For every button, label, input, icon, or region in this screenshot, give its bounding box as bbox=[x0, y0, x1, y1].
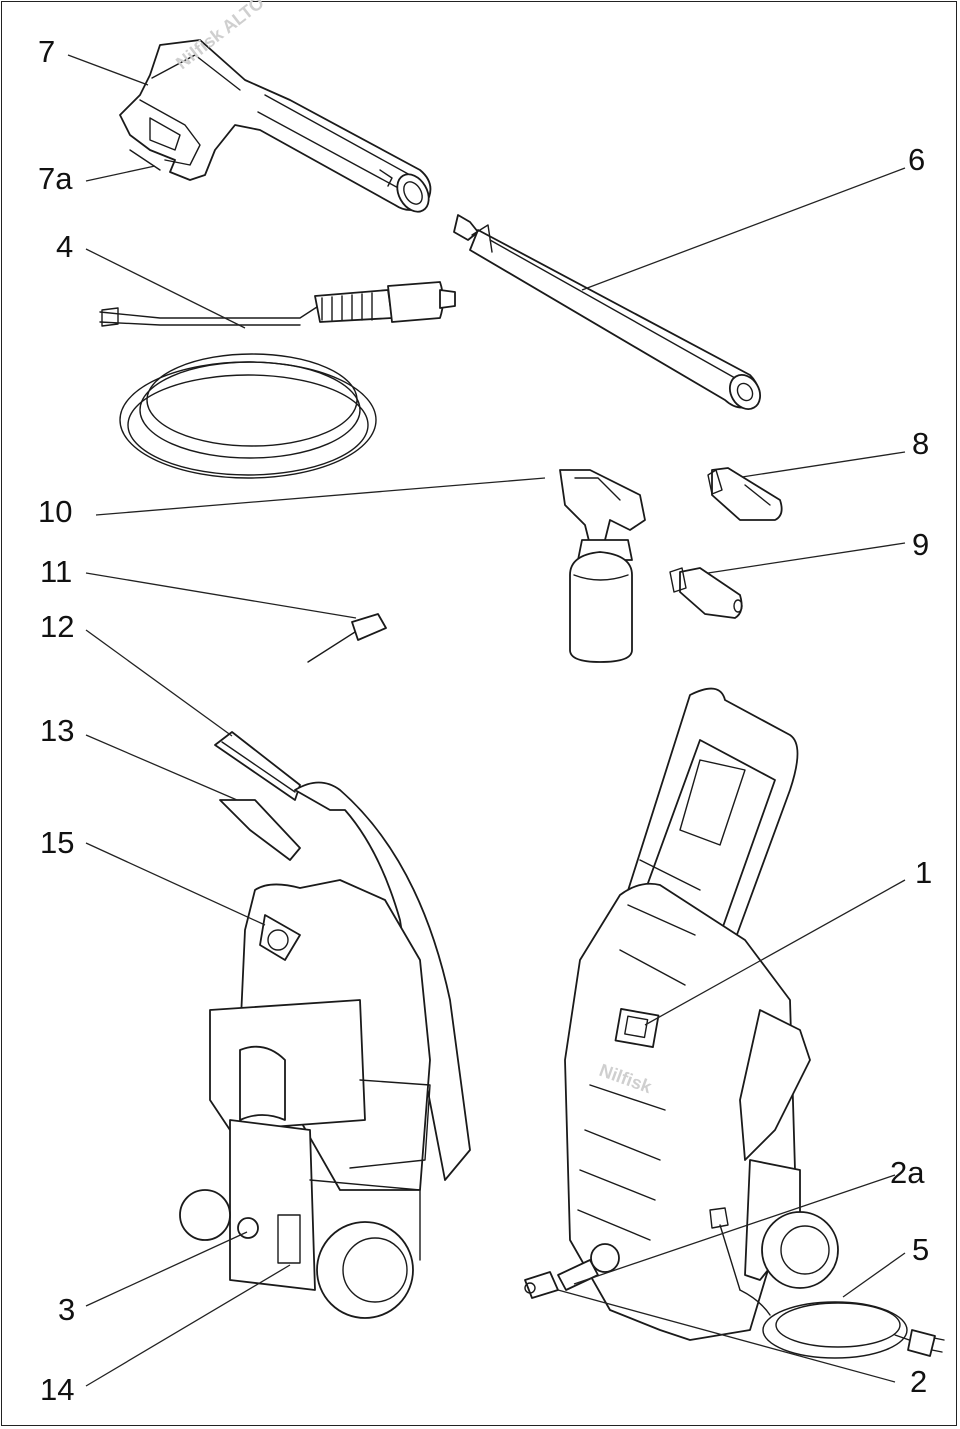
callout-8: 8 bbox=[912, 426, 929, 461]
nozzle-9 bbox=[669, 567, 743, 619]
spray-lance bbox=[453, 214, 761, 410]
callout-7: 7 bbox=[38, 34, 55, 69]
callout-11: 11 bbox=[40, 554, 72, 589]
leader-lines bbox=[67, 54, 906, 1387]
callout-13: 13 bbox=[40, 713, 74, 748]
callout-14: 14 bbox=[40, 1372, 74, 1407]
callout-12: 12 bbox=[40, 609, 74, 644]
high-pressure-hose bbox=[99, 281, 456, 479]
callout-4: 4 bbox=[56, 229, 73, 264]
inlet-coupling bbox=[524, 1259, 599, 1299]
callout-10: 10 bbox=[38, 494, 72, 529]
callout-7a: 7a bbox=[38, 161, 73, 196]
callout-2: 2 bbox=[910, 1364, 927, 1399]
callout-9: 9 bbox=[912, 527, 929, 562]
detergent-sprayer bbox=[559, 469, 646, 663]
callout-15: 15 bbox=[40, 825, 74, 860]
nozzle-8 bbox=[707, 467, 783, 521]
nozzle-cleaning-needle bbox=[307, 613, 387, 663]
callout-6: 6 bbox=[908, 142, 925, 177]
power-cord bbox=[739, 1289, 945, 1359]
callout-1: 1 bbox=[915, 855, 932, 890]
trigger-gun: Nilfisk ALTO bbox=[119, 0, 432, 213]
callout-2a: 2a bbox=[890, 1155, 925, 1190]
callout-labels: 7 7a 6 4 8 10 9 11 12 13 15 1 2a 5 3 14 … bbox=[38, 34, 932, 1407]
pressure-washer-front: Nilfisk bbox=[564, 687, 839, 1341]
callout-5: 5 bbox=[912, 1232, 929, 1267]
callout-3: 3 bbox=[58, 1292, 75, 1327]
pressure-washer-rear bbox=[179, 731, 471, 1319]
